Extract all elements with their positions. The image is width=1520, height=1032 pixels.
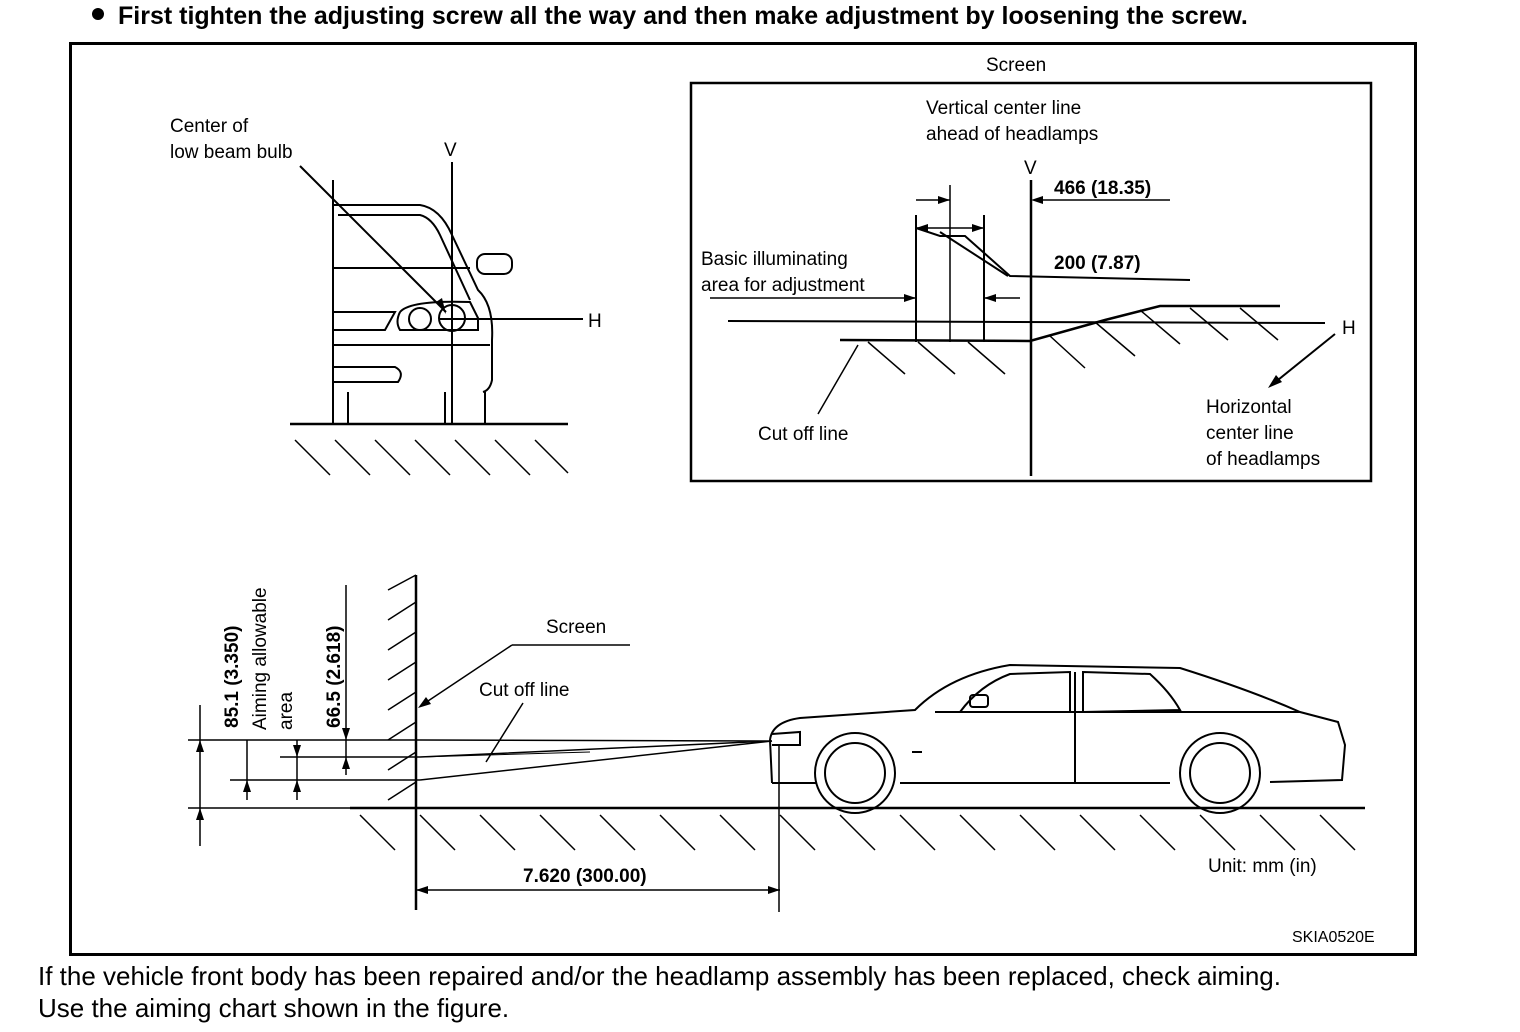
cutoff-hatch-inset — [867, 307, 1279, 375]
ground-hatch-front — [294, 439, 569, 476]
basic-line2: area for adjustment — [701, 275, 865, 296]
front-v-label: V — [444, 140, 457, 161]
aiming-line1: Aiming allowable — [250, 587, 271, 730]
screen-inset: Screen Vertical center line ahead of hea… — [689, 55, 1373, 483]
car-side-outline — [768, 663, 1347, 814]
center-label-line2: low beam bulb — [170, 142, 293, 163]
unit-label: Unit: mm (in) — [1208, 856, 1317, 877]
hcl-line3: of headlamps — [1206, 449, 1320, 470]
distance-label: 7.620 (300.00) — [523, 866, 647, 887]
ground-hatch-side — [359, 814, 1356, 851]
side-cutoff-label: Cut off line — [479, 680, 569, 701]
basic-line1: Basic illuminating — [701, 249, 848, 270]
hcl-line2: center line — [1206, 423, 1294, 444]
figure-code: SKIA0520E — [1292, 929, 1375, 946]
side-screen-label: Screen — [546, 617, 606, 638]
front-view: Center of low beam bulb V H — [170, 116, 602, 476]
footer-line2: Use the aiming chart shown in the figure… — [38, 993, 510, 1023]
inset-h-label: H — [1342, 318, 1356, 339]
vcl-line2: ahead of headlamps — [926, 124, 1098, 145]
wall-hatch — [387, 574, 417, 801]
inset-v-label: V — [1024, 158, 1037, 179]
figure-frame — [69, 42, 1417, 956]
side-view: 85.1 (3.350) Aiming allowable area 66.5 … — [188, 574, 1365, 912]
front-h-label: H — [588, 311, 602, 332]
instruction-text: First tighten the adjusting screw all th… — [118, 2, 1248, 30]
dim-851: 85.1 (3.350) — [222, 626, 243, 728]
hcl-line1: Horizontal — [1206, 397, 1292, 418]
footer-text: If the vehicle front body has been repai… — [38, 960, 1281, 1024]
dim-466: 466 (18.35) — [1054, 178, 1151, 199]
car-front-outline — [332, 180, 513, 424]
dim-665: 66.5 (2.618) — [324, 626, 345, 728]
instruction-heading: First tighten the adjusting screw all th… — [92, 0, 1248, 32]
vcl-line1: Vertical center line — [926, 98, 1081, 119]
footer-line1: If the vehicle front body has been repai… — [38, 961, 1281, 991]
bullet-icon — [92, 8, 104, 20]
dim-200: 200 (7.87) — [1054, 253, 1141, 274]
inset-cutoff-label: Cut off line — [758, 424, 848, 445]
aiming-line2: area — [276, 692, 297, 730]
screen-inset-title: Screen — [986, 55, 1046, 76]
center-label-line1: Center of — [170, 116, 249, 137]
